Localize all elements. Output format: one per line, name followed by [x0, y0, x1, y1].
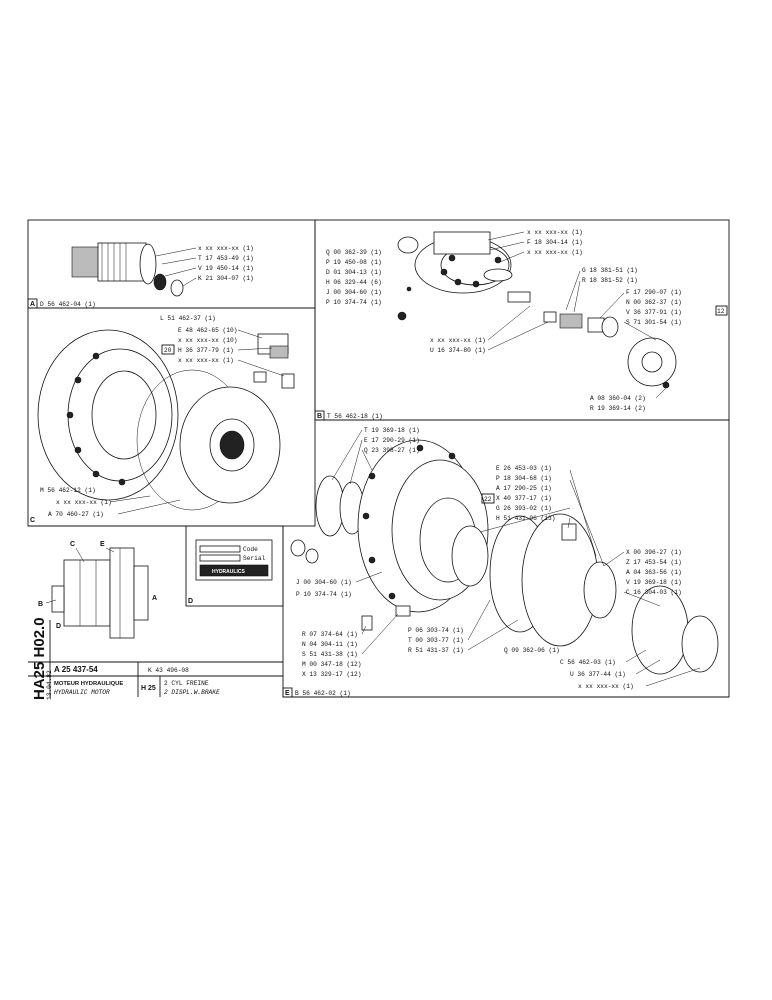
callout-b-right-4: N 00 362-37 (1) [626, 299, 682, 306]
ref-mark-x40: 22 [484, 496, 492, 503]
section-view-c: C [70, 541, 75, 548]
section-view: C E A B D [38, 541, 157, 639]
section-view-a: A [152, 595, 157, 602]
section-e-letter: E [285, 690, 290, 697]
callout-e-lowmid-2: T 00 303-77 (1) [408, 637, 464, 644]
callout-e-lowleft-4: M 00 347-18 (12) [302, 661, 361, 668]
callout-b-left-1: Q 00 362-39 (1) [326, 249, 382, 256]
ref-mark-v36: 12 [717, 308, 725, 315]
nameplate-row1: Code [243, 546, 258, 553]
callout-e-top-3: Q 23 398-27 (1) [364, 447, 420, 454]
callout-c-top-3: x xx xxx-xx (10) [178, 337, 237, 344]
callout-c-bottom-2: x xx xxx-xx (1) [56, 499, 112, 506]
callout-e-mid-1: E 26 453-03 (1) [496, 465, 552, 472]
callout-e-mid-3: A 17 290-25 (1) [496, 485, 552, 492]
callout-e-top-2: E 17 290-29 (1) [364, 437, 420, 444]
section-c-housing: L 51 462-37 (1) E 48 462-65 (10) x xx xx… [30, 315, 295, 524]
callout-b-top-2: F 18 304-14 (1) [527, 239, 583, 246]
nameplate-brand: HYDRAULICS [212, 569, 245, 575]
callout-e-right-5: V 19 369-18 (1) [626, 579, 682, 586]
callout-e-right-3: A 04 363-56 (1) [626, 569, 682, 576]
callout-e-right-2: Z 17 453-54 (1) [626, 559, 682, 566]
callout-e-right-1: X 00 396-27 (1) [626, 549, 682, 556]
callout-e-lowmid-3: R 51 431-37 (1) [408, 647, 464, 654]
callout-c-bottom-1: M 56 462-12 (1) [40, 487, 96, 494]
callout-b-right-6: S 71 301-54 (1) [626, 319, 682, 326]
callout-e-mid-2: P 18 304-68 (1) [496, 475, 552, 482]
callout-c-top-1: L 51 462-37 (1) [160, 315, 216, 322]
callout-e-lowleft-2: N 04 304-11 (1) [302, 641, 358, 648]
section-a-code: D 56 462-04 (1) [40, 301, 96, 308]
callout-a-1: x xx xxx-xx (1) [198, 245, 254, 252]
callout-e-lowleft-5: X 13 329-17 (12) [302, 671, 361, 678]
variant-fr: 2 CYL FREINE [164, 680, 209, 687]
callout-c-top-2: E 48 462-65 (10) [178, 327, 237, 334]
callout-b-bottom-2: U 16 374-80 (1) [430, 347, 486, 354]
callout-e-top-1: T 19 369-18 (1) [364, 427, 420, 434]
callout-e-left-1: J 00 304-60 (1) [296, 579, 352, 586]
callout-e-lowleft-3: S 51 431-38 (1) [302, 651, 358, 658]
ref-mark-h36: 20 [164, 347, 172, 354]
callout-c-top-4: H 36 377-79 (1) [178, 347, 234, 354]
section-a-shaft: x xx xxx-xx (1) T 17 453-49 (1) V 19 450… [27, 242, 254, 309]
callout-b-right-2: R 18 381-52 (1) [582, 277, 638, 284]
part-number: A 25 437-54 [54, 665, 98, 674]
callout-b-left-6: P 10 374-74 (1) [326, 299, 382, 306]
variant-en: 2 DISPL.W.BRAKE [164, 689, 220, 696]
callout-b-bottom-1: x xx xxx-xx (1) [430, 337, 486, 344]
callout-b-lower-2: R 19 369-14 (2) [590, 405, 646, 412]
section-a-letter: A [30, 301, 35, 308]
callout-e-mid-6: H 51 431-06 (13) [496, 515, 555, 522]
model: H 25 [141, 685, 156, 692]
section-b-valve: Q 00 362-39 (1) P 19 450-08 (1) D 01 304… [314, 229, 728, 421]
callout-b-left-5: J 00 304-60 (1) [326, 289, 382, 296]
drawing-date: 13.04.82 [46, 670, 53, 700]
callout-b-right-1: G 18 381-51 (1) [582, 267, 638, 274]
callout-b-top-3: x xx xxx-xx (1) [527, 249, 583, 256]
callout-e-lowright-2: U 36 377-44 (1) [570, 671, 626, 678]
nameplate-row2: Serial [243, 555, 266, 562]
callout-e-mid-5: G 26 393-02 (1) [496, 505, 552, 512]
section-view-e: E [100, 541, 105, 548]
callout-a-2: T 17 453-49 (1) [198, 255, 254, 262]
callout-b-left-3: D 01 304-13 (1) [326, 269, 382, 276]
callout-e-left-2: P 10 374-74 (1) [296, 591, 352, 598]
section-c-letter: C [30, 517, 35, 524]
title-block: HA25 H02.0 13.04.82 A 25 437-54 K 43 496… [28, 617, 283, 700]
section-e-motor: T 19 369-18 (1) E 17 290-29 (1) Q 23 398… [282, 427, 719, 698]
callout-c-bottom-3: A 70 460-27 (1) [48, 511, 104, 518]
callout-a-4: K 21 304-07 (1) [198, 275, 254, 282]
callout-b-top-1: x xx xxx-xx (1) [527, 229, 583, 236]
callout-b-right-3: F 17 290-07 (1) [626, 289, 682, 296]
callout-b-lower-1: A 08 360-04 (2) [590, 395, 646, 402]
callout-e-lowmid-4: Q 09 362-06 (1) [504, 647, 560, 654]
section-view-d: D [56, 623, 61, 630]
callout-e-lowleft-1: R 07 374-64 (1) [302, 631, 358, 638]
section-b-code: T 56 462-18 (1) [327, 413, 383, 420]
section-d-letter: D [188, 598, 193, 605]
callout-b-left-4: H 06 329-44 (6) [326, 279, 382, 286]
callout-a-3: V 19 450-14 (1) [198, 265, 254, 272]
callout-e-mid-4: X 40 377-17 (1) [496, 495, 552, 502]
callout-e-lowright-1: C 56 462-03 (1) [560, 659, 616, 666]
callout-c-top-5: x xx xxx-xx (1) [178, 357, 234, 364]
section-b-letter: B [317, 413, 322, 420]
section-d-nameplate: Code Serial HYDRAULICS D [188, 539, 273, 605]
revision: K 43 496-08 [148, 667, 189, 674]
callout-e-lowmid-1: P 06 303-74 (1) [408, 627, 464, 634]
name-en: HYDRAULIC MOTOR [54, 689, 110, 696]
name-fr: MOTEUR HYDRAULIQUE [54, 681, 123, 687]
drawing-number: HA25 H02.0 [31, 617, 48, 700]
callout-b-right-5: V 36 377-91 (1) [626, 309, 682, 316]
callout-b-left-2: P 19 450-08 (1) [326, 259, 382, 266]
section-view-b: B [38, 601, 43, 608]
section-e-code: B 56 462-02 (1) [295, 690, 351, 697]
callout-e-lowright-3: x xx xxx-xx (1) [578, 683, 634, 690]
callout-e-right-4: C 16 304-03 (1) [626, 589, 682, 596]
